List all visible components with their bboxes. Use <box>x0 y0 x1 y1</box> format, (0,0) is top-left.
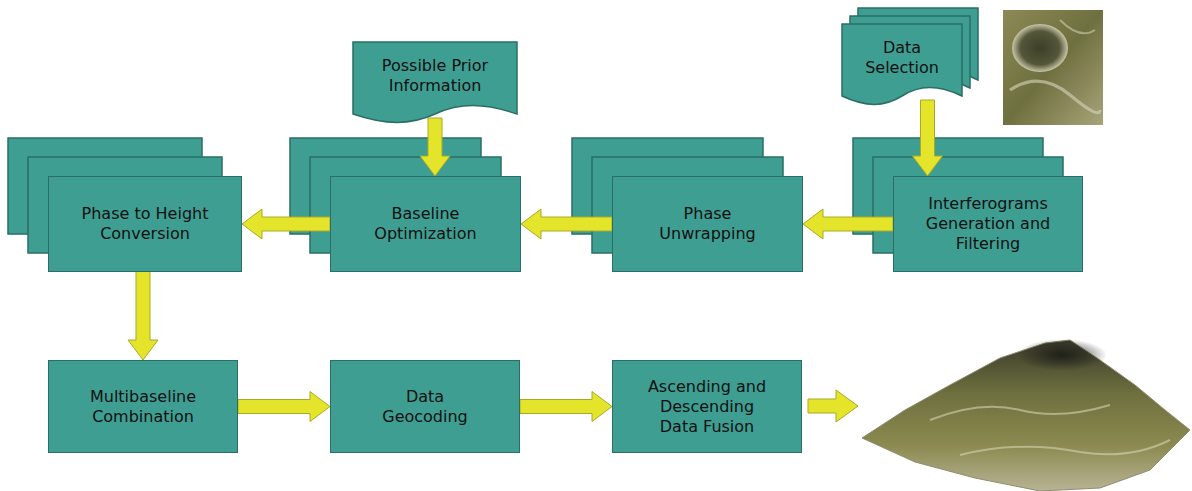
process-box: Phase Unwrapping <box>612 176 803 272</box>
box-label: Phase to Height Conversion <box>60 204 230 244</box>
flow-arrow <box>128 268 158 360</box>
process-box: Baseline Optimization <box>330 176 521 272</box>
process-box: Ascending and Descending Data Fusion <box>612 360 802 453</box>
terrain-ridge <box>960 440 1170 455</box>
document-outline <box>353 42 517 122</box>
satellite-image <box>1003 10 1103 125</box>
process-box: Data Geocoding <box>330 360 520 453</box>
box-label: Multibaseline Combination <box>68 387 218 427</box>
flow-arrow <box>913 100 943 176</box>
document-shape: Data Selection <box>842 24 962 104</box>
image-ground <box>1003 10 1103 125</box>
document-shape: Possible Prior Information <box>353 42 517 122</box>
box-label: Baseline Optimization <box>351 204 501 244</box>
crater <box>1012 24 1068 72</box>
box-label: Interferograms Generation and Filtering <box>913 194 1063 254</box>
document-outline <box>842 24 962 104</box>
box-label: Data Selection <box>854 38 950 78</box>
flow-arrow <box>242 209 330 239</box>
flow-arrow <box>520 392 612 422</box>
flow-arrow <box>238 392 330 422</box>
box-label: Phase Unwrapping <box>643 204 773 244</box>
box-label: Possible Prior Information <box>365 56 505 96</box>
box-label: Data Geocoding <box>370 387 480 427</box>
image-ridge <box>1010 81 1100 113</box>
terrain-surface <box>862 340 1190 491</box>
flow-arrow <box>521 209 612 239</box>
image-ridge <box>1060 20 1095 33</box>
flow-arrow <box>420 118 450 176</box>
terrain-peak <box>1017 339 1107 371</box>
output-arrow <box>808 390 858 422</box>
box-label: Ascending and Descending Data Fusion <box>643 377 771 437</box>
flow-arrow <box>803 209 893 239</box>
process-box: Multibaseline Combination <box>48 360 238 453</box>
process-box: Interferograms Generation and Filtering <box>893 176 1083 272</box>
process-box: Phase to Height Conversion <box>48 176 242 272</box>
terrain-model <box>862 339 1190 491</box>
terrain-ridge <box>930 405 1110 420</box>
